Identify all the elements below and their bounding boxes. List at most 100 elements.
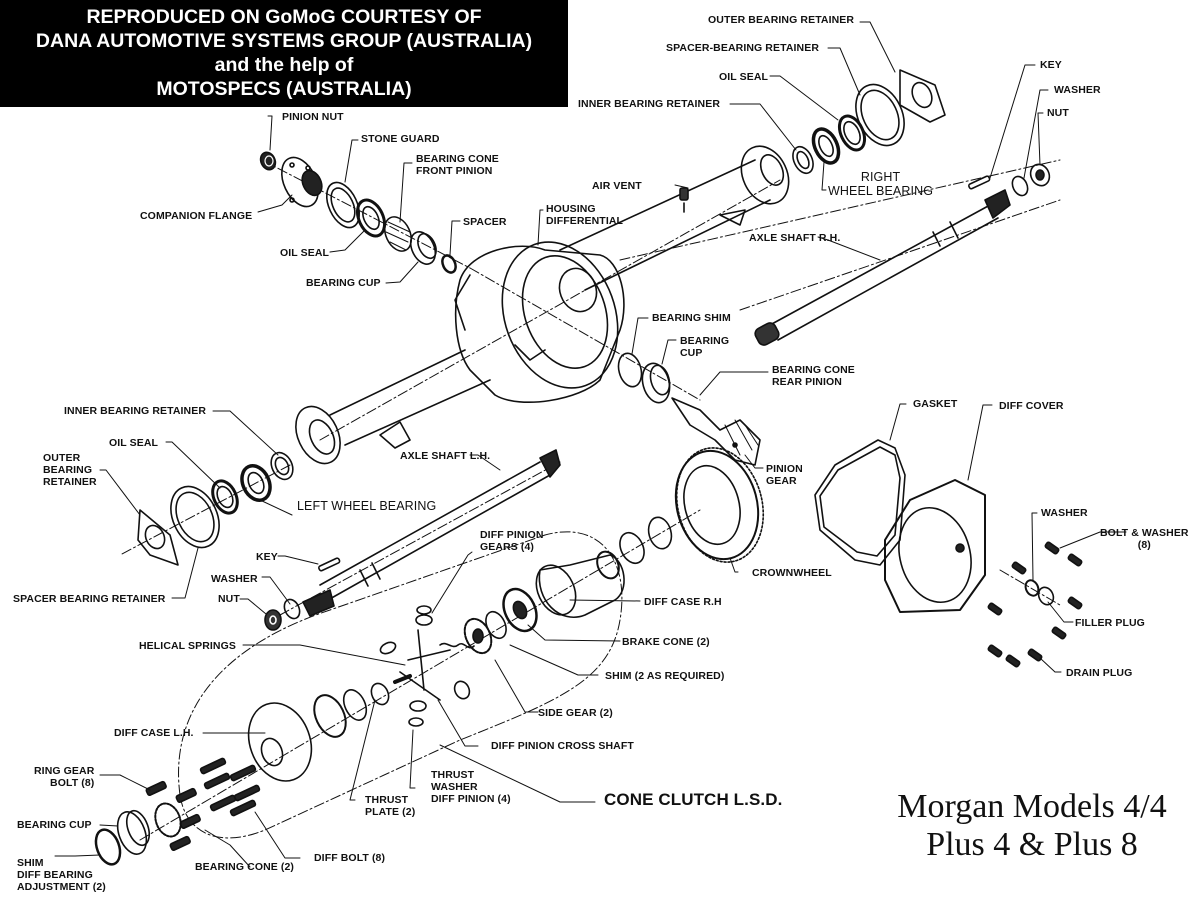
label-oil-seal-front: OIL SEAL [280, 247, 330, 259]
crownwheel-shim-part [647, 516, 673, 550]
label-line: REAR PINION [772, 376, 842, 388]
label-bearing-cup-front: BEARING CUP [306, 277, 381, 289]
ring-gear-bolts [145, 780, 201, 851]
label-key-r: KEY [1040, 59, 1062, 71]
label-bearing-cone-rear-pinion: BEARING CONE REAR PINION [772, 364, 855, 388]
label-spacer-bearing-retainer-l: SPACER BEARING RETAINER [13, 593, 166, 605]
leader-lines [54, 21, 1127, 868]
label-brake-cone: BRAKE CONE (2) [622, 636, 710, 648]
label-line: FRONT PINION [416, 165, 493, 177]
label-spacer-bearing-retainer-r: SPACER-BEARING RETAINER [666, 42, 820, 54]
companion-flange-part [281, 156, 323, 208]
label-bearing-cone-diff: BEARING CONE (2) [195, 861, 295, 873]
label-inner-bearing-retainer-r: INNER BEARING RETAINER [578, 98, 721, 110]
shim-diff-bearing-part [94, 828, 122, 866]
washer-l-part [283, 598, 301, 620]
model-caption: Morgan Models 4/4 Plus 4 & Plus 8 [862, 788, 1200, 864]
label-line: BEARING CONE [416, 153, 499, 165]
label-line: BEARING [43, 464, 93, 476]
label-key-l: KEY [256, 551, 278, 563]
label-spacer: SPACER [463, 216, 507, 228]
label-line: RETAINER [43, 476, 97, 488]
label-diff-cover: DIFF COVER [999, 400, 1064, 412]
label-ring-gear-bolt: RING GEAR BOLT (8) [34, 765, 94, 789]
label-housing-differential: HOUSING DIFFERENTIAL [546, 203, 623, 227]
label-line: OUTER [43, 452, 81, 464]
spacer-part [441, 254, 457, 274]
bearing-shim-part [617, 352, 643, 388]
label-pinion-gear: PINION GEAR [766, 463, 803, 487]
label-washer-cover: WASHER [1041, 507, 1088, 519]
rear-pinion-part [671, 397, 761, 466]
credit-line-1: REPRODUCED ON GoMoG COURTESY OF [86, 6, 482, 28]
label-line: DIFF PINION [480, 529, 544, 541]
label-air-vent: AIR VENT [592, 180, 642, 192]
oil-seal-front-part [355, 198, 387, 238]
label-line: WHEEL BEARING [828, 184, 934, 198]
stone-guard-part [325, 181, 361, 229]
label-gasket: GASKET [913, 398, 958, 410]
bearing-cone-diff-part [154, 802, 182, 838]
label-line: THRUST [431, 769, 475, 781]
label-thrust-washer: THRUST WASHER DIFF PINION (4) [431, 769, 511, 805]
credit-banner: REPRODUCED ON GoMoG COURTESY OF DANA AUT… [0, 0, 568, 107]
assembly-title: CONE CLUTCH L.S.D. [604, 790, 783, 809]
cover-bolts [987, 541, 1083, 668]
label-oil-seal-l: OIL SEAL [109, 437, 159, 449]
lsd-envelope [178, 531, 623, 839]
label-crownwheel: CROWNWHEEL [752, 567, 832, 579]
label-line: ADJUSTMENT (2) [17, 881, 106, 893]
nut-r-part [1029, 163, 1051, 187]
label-bearing-cup-rear: BEARING CUP [680, 335, 729, 359]
label-oil-seal-r: OIL SEAL [719, 71, 769, 83]
gasket-part [814, 439, 906, 566]
label-line: DIFFERENTIAL [546, 215, 624, 227]
label-bolt-washer: BOLT & WASHER (8) [1100, 527, 1189, 551]
label-nut-l: NUT [218, 593, 240, 605]
label-filler-plug: FILLER PLUG [1075, 617, 1145, 629]
label-line: (8) [1137, 539, 1151, 551]
label-line: BEARING CONE [772, 364, 855, 376]
label-line: PLATE (2) [365, 806, 416, 818]
label-axle-shaft-rh: AXLE SHAFT R.H. [749, 232, 841, 244]
label-line: CUP [680, 347, 703, 359]
washer-r-part [1011, 175, 1029, 197]
label-outer-bearing-retainer-l: OUTER BEARING RETAINER [43, 452, 97, 488]
cover-washer-part [1024, 579, 1040, 597]
label-line: THRUST [365, 794, 409, 806]
label-diff-pinion-gears: DIFF PINION GEARS (4) [480, 529, 544, 553]
diff-case-rh-part [535, 531, 645, 618]
label-line: GEAR [766, 475, 797, 487]
label-pinion-nut: PINION NUT [282, 111, 344, 123]
label-line: PINION [766, 463, 803, 475]
cross-shaft-part [379, 605, 471, 727]
crownwheel-part [674, 447, 765, 563]
pinion-nut-part [259, 151, 277, 171]
outer-bearing-retainer-r-part [899, 69, 946, 123]
helical-spring-part-2 [393, 674, 412, 684]
gasket-inner [819, 446, 901, 557]
label-diff-case-rh: DIFF CASE R.H [644, 596, 722, 608]
bearing-cup-diff-part [116, 809, 151, 855]
air-vent-part [679, 187, 689, 213]
label-line: DIFF PINION (4) [431, 793, 511, 805]
label-line: HOUSING [546, 203, 596, 215]
label-stone-guard: STONE GUARD [361, 133, 440, 145]
label-bearing-shim: BEARING SHIM [652, 312, 731, 324]
axle-shaft-rh-part [754, 189, 1011, 346]
label-line: SHIM [17, 857, 44, 869]
label-line: DIFF BEARING [17, 869, 93, 881]
diff-cover-part [884, 479, 986, 613]
axle-shaft-lh-part [302, 449, 561, 617]
label-diff-case-lh: DIFF CASE L.H. [114, 727, 194, 739]
diff-bolts [199, 757, 261, 817]
label-line: RIGHT [860, 170, 901, 184]
label-outer-bearing-retainer-r: OUTER BEARING RETAINER [708, 14, 855, 26]
label-diff-pinion-cross-shaft: DIFF PINION CROSS SHAFT [491, 740, 634, 752]
inner-bearing-retainer-l-part [270, 451, 294, 481]
key-l-part [318, 557, 341, 572]
brake-cone-part [502, 587, 538, 633]
label-nut-r: NUT [1047, 107, 1069, 119]
